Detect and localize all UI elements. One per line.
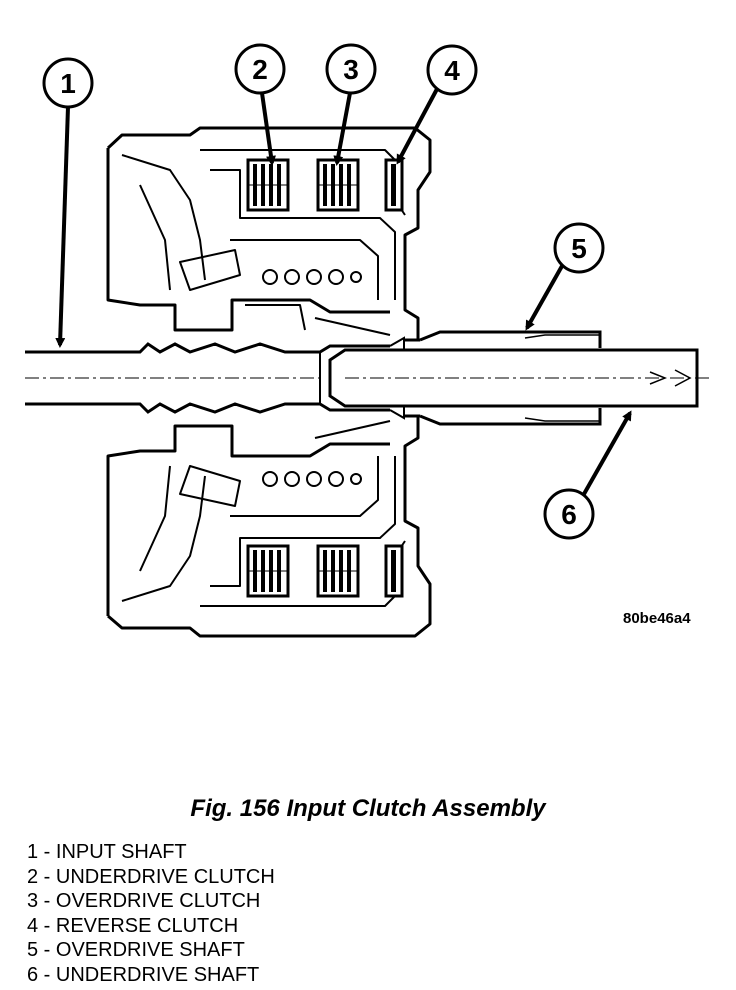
legend-item: 1 - INPUT SHAFT (27, 841, 187, 863)
overdrive-clutch-pack-lower (316, 544, 360, 598)
clutch-housing-upper (106, 126, 432, 340)
reverse-clutch-pack-upper (384, 158, 404, 212)
legend-list: 1 - INPUT SHAFT 2 - UNDERDRIVE CLUTCH 3 … (27, 840, 275, 987)
callout-5: 5 (525, 222, 605, 331)
underdrive-shaft (328, 348, 710, 408)
legend-item: 5 - OVERDRIVE SHAFT (27, 939, 245, 961)
svg-text:5: 5 (571, 233, 587, 264)
overdrive-clutch-pack-upper (316, 158, 360, 212)
underdrive-clutch-pack-lower (246, 544, 290, 598)
underdrive-clutch-pack-upper (246, 158, 290, 212)
reverse-clutch-pack-lower (384, 544, 404, 598)
figure-caption: Fig. 156 Input Clutch Assembly (190, 795, 546, 822)
piston-balls-upper (262, 269, 362, 285)
callout-6: 6 (543, 410, 632, 540)
legend-item: 4 - REVERSE CLUTCH (27, 914, 239, 937)
clutch-assembly-diagram: 1 2 3 4 5 6 (25, 43, 710, 638)
legend-item: 3 - OVERDRIVE CLUTCH (27, 890, 261, 912)
svg-text:2: 2 (252, 54, 268, 85)
legend-item: 2 - UNDERDRIVE CLUTCH (27, 865, 275, 888)
figure-code: 80be46a4 (623, 610, 691, 627)
clutch-housing-lower (106, 416, 432, 638)
callout-4: 4 (396, 44, 478, 165)
svg-text:4: 4 (444, 55, 460, 86)
svg-text:6: 6 (561, 499, 577, 530)
overdrive-shaft (404, 330, 602, 426)
piston-balls-lower (262, 471, 362, 487)
svg-text:1: 1 (60, 68, 76, 99)
svg-text:3: 3 (343, 54, 359, 85)
input-shaft (25, 336, 405, 420)
legend-item: 6 - UNDERDRIVE SHAFT (27, 963, 260, 986)
callout-1: 1 (42, 57, 94, 348)
callout-2: 2 (234, 43, 286, 166)
callout-3: 3 (325, 43, 377, 166)
